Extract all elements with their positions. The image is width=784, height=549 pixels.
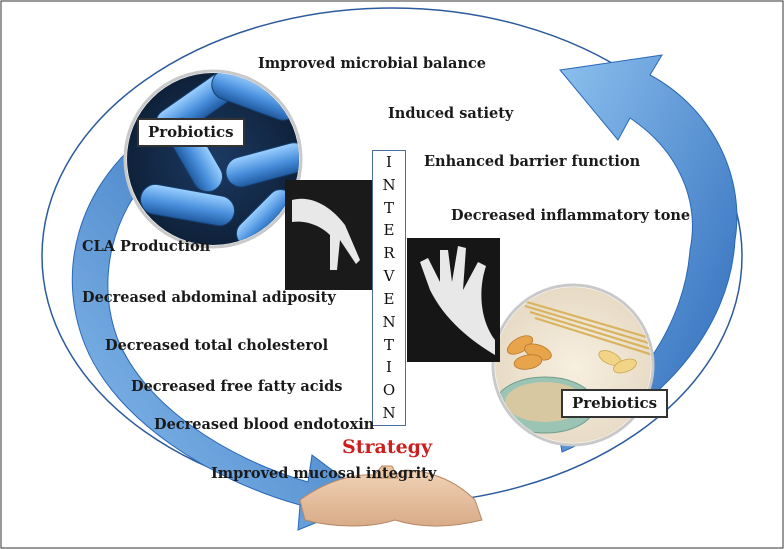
benefit-barrier-function: Enhanced barrier function: [424, 153, 641, 170]
benefit-microbial-balance: Improved microbial balance: [258, 55, 487, 72]
intervention-letter: T: [383, 335, 394, 354]
benefit-free-fatty-acids: Decreased free fatty acids: [131, 378, 343, 395]
benefit-abdominal-adiposity: Decreased abdominal adiposity: [82, 289, 336, 306]
intervention-letter: E: [383, 221, 395, 240]
intervention-letter: R: [383, 244, 395, 263]
benefit-inflammatory-tone: Decreased inflammatory tone: [451, 207, 691, 224]
strategy-label: Strategy: [342, 436, 433, 458]
handshake-image: [299, 465, 483, 527]
benefit-mucosal-integrity: Improved mucosal integrity: [211, 465, 437, 482]
benefit-cla-production: CLA Production: [82, 238, 211, 255]
benefit-induced-satiety: Induced satiety: [388, 105, 514, 122]
intervention-box: I N T E R V E N T I O N: [372, 150, 406, 426]
intervention-letter: O: [382, 381, 396, 400]
intervention-letter: N: [382, 312, 396, 331]
intervention-letter: V: [383, 267, 395, 286]
intervention-letter: N: [382, 403, 396, 422]
benefit-total-cholesterol: Decreased total cholesterol: [105, 337, 329, 354]
intervention-letter: T: [383, 198, 394, 217]
probiotics-image: [123, 69, 303, 249]
intervention-letter: N: [382, 175, 396, 194]
probiotics-badge: Probiotics: [137, 118, 245, 147]
intervention-letter: E: [383, 289, 395, 308]
prebiotics-image: [491, 283, 655, 447]
intervention-letter: I: [386, 358, 392, 377]
intervention-letter: I: [386, 153, 392, 171]
hands-reaching-image: [285, 180, 500, 362]
prebiotics-badge: Prebiotics: [561, 389, 669, 418]
benefit-blood-endotoxin: Decreased blood endotoxin: [154, 416, 375, 433]
